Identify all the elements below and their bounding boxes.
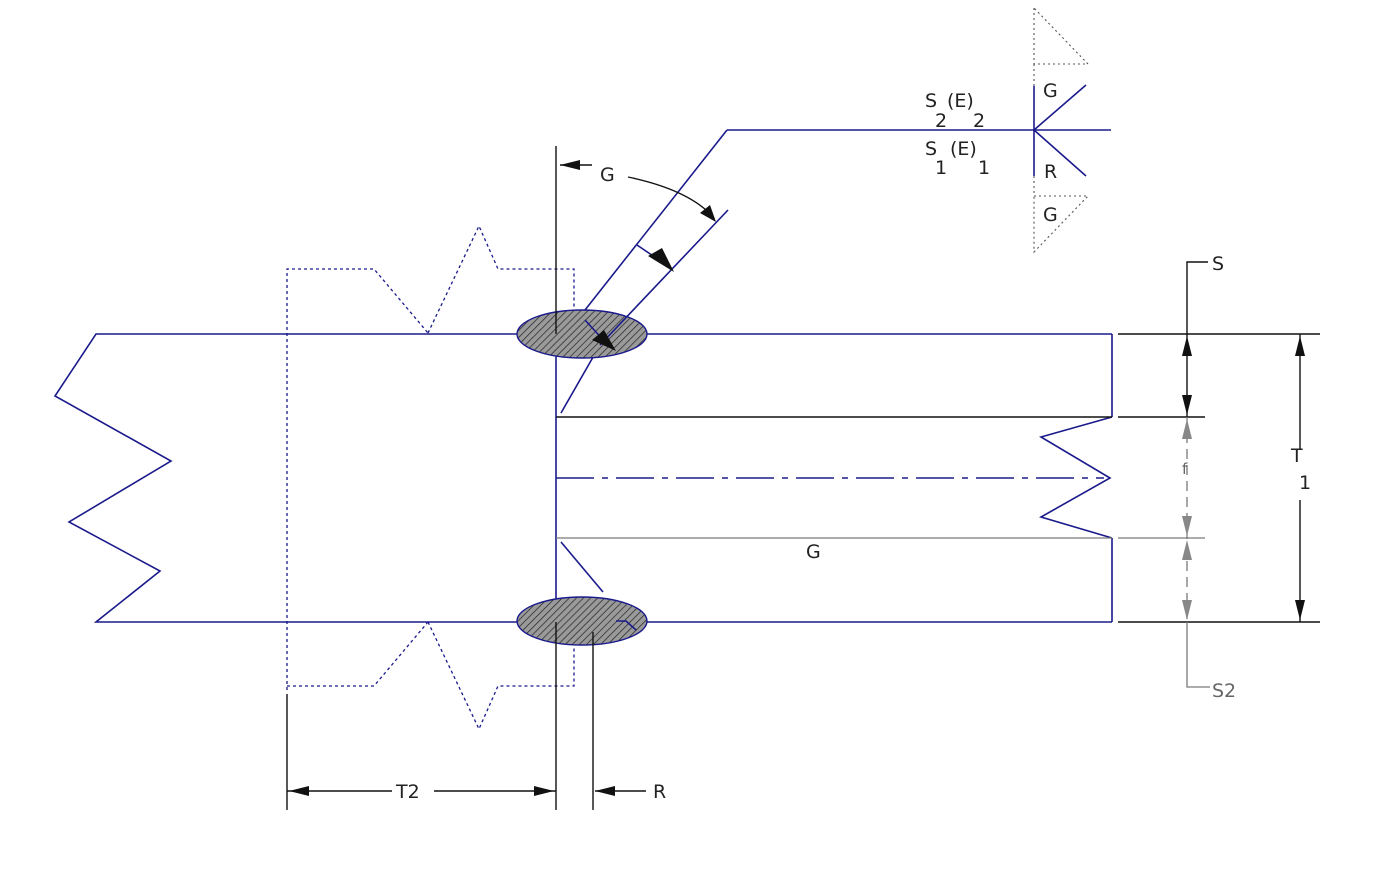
r-dim-label: R <box>653 781 666 803</box>
symbol-r: R <box>1044 161 1057 183</box>
angle-g-label: G <box>600 164 615 186</box>
symbol-g-upper: G <box>1043 80 1058 102</box>
symbol-s2: S <box>925 90 937 112</box>
symbol-e2: (E) <box>947 90 974 112</box>
t1-subscript: 1 <box>1299 472 1311 494</box>
symbol-s2-subscript: 2 <box>935 110 947 132</box>
weld-symbol-leader <box>584 129 1111 351</box>
s-top-label: S <box>1212 253 1224 275</box>
f-face-label: f <box>1182 460 1188 478</box>
dotted-backing-member <box>286 224 575 731</box>
weld-beads <box>516 309 648 646</box>
s2-bottom-label: S2 <box>1212 680 1236 702</box>
groove-gap-label: G <box>806 541 821 563</box>
weld-symbol: G R G S 2 (E) 2 S 1 (E) 1 <box>925 6 1090 254</box>
thickness-dimensions: S f S2 T 1 <box>1118 253 1320 702</box>
leader-arrowhead <box>648 248 674 272</box>
t1-label: T <box>1290 445 1303 467</box>
angle-g-dimension: G <box>555 146 716 334</box>
symbol-s1-subscript: 1 <box>935 157 947 179</box>
top-weld-bead <box>516 309 648 359</box>
main-plate <box>53 333 585 623</box>
symbol-s1: S <box>925 138 937 160</box>
symbol-e2-subscript: 2 <box>973 110 985 132</box>
upper-dotted-triangle <box>1033 6 1090 65</box>
symbol-g-lower: G <box>1043 204 1058 226</box>
lower-dotted-triangle <box>1033 195 1090 254</box>
bottom-weld-bead <box>516 596 648 646</box>
right-member <box>556 333 1113 623</box>
symbol-e1-subscript: 1 <box>978 157 990 179</box>
symbol-e1: (E) <box>950 138 977 160</box>
t2-label: T2 <box>395 781 420 803</box>
bottom-dimensions: T2 R <box>286 622 666 810</box>
